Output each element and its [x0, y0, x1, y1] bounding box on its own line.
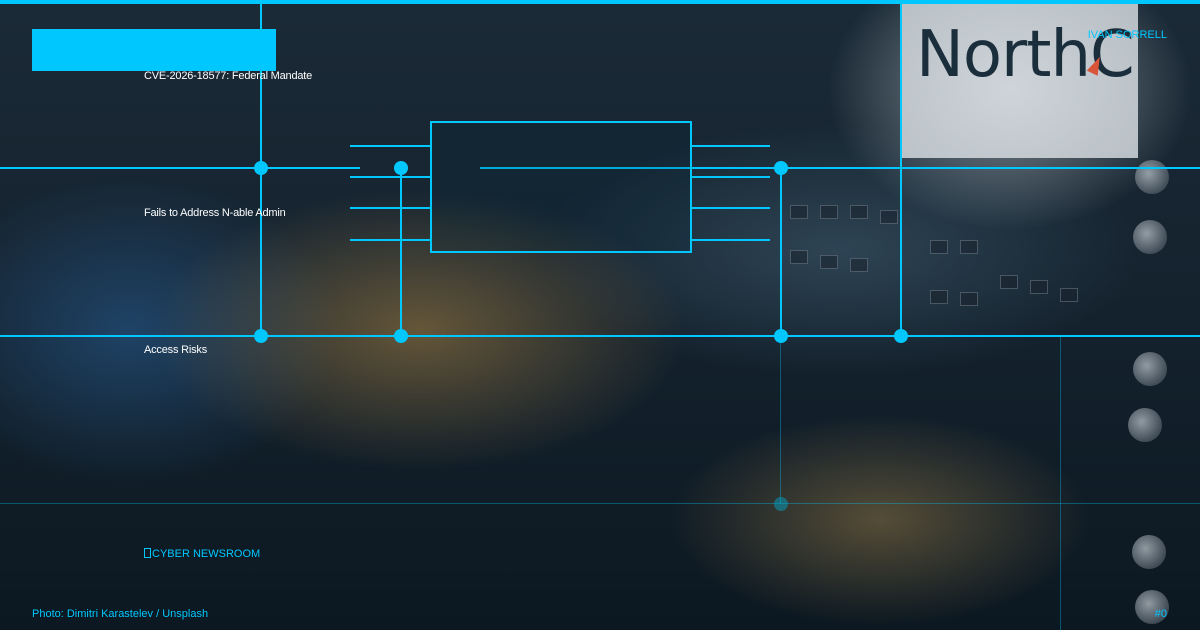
circuit-node [394, 161, 408, 175]
circuit-node [254, 329, 268, 343]
circuit-node [894, 329, 908, 343]
switch-port-decoration [820, 205, 838, 219]
circuit-trace-dim [780, 336, 781, 504]
title-accent-block [32, 29, 276, 71]
rack-screw-decoration [1133, 220, 1167, 254]
switch-port-decoration [790, 250, 808, 264]
switch-port-decoration [1000, 275, 1018, 289]
switch-port-decoration [820, 255, 838, 269]
chip-pin [350, 145, 430, 147]
circuit-trace-dim [1060, 336, 1061, 630]
switch-port-decoration [850, 205, 868, 219]
top-accent-bar [0, 0, 1200, 4]
circuit-trace [0, 167, 360, 169]
switch-port-decoration [790, 205, 808, 219]
background-logo-text: NorthC [916, 18, 1135, 92]
chip-pin [690, 176, 770, 178]
background-logo-panel [902, 4, 1138, 158]
headline-line-1: CVE-2026-18577: Federal Mandate [144, 70, 313, 82]
chip-pin [350, 207, 430, 209]
circuit-node [254, 161, 268, 175]
circuit-trace [0, 335, 1200, 337]
switch-port-decoration [1060, 288, 1078, 302]
photo-credit: Photo: Dimitri Karastelev / Unsplash [32, 608, 209, 620]
chip-pin [350, 239, 430, 241]
circuit-node [774, 161, 788, 175]
page-number: #0 [1154, 608, 1167, 620]
author-name: IVAN SORRELL [1087, 29, 1167, 41]
circuit-node-dim [774, 497, 788, 511]
chip-pin [690, 207, 770, 209]
switch-port-decoration [960, 292, 978, 306]
rack-screw-decoration [1135, 590, 1169, 624]
switch-port-decoration [930, 290, 948, 304]
rack-screw-decoration [1135, 160, 1169, 194]
switch-port-decoration [1030, 280, 1048, 294]
newsroom-glyph-icon [144, 548, 151, 558]
circuit-trace [900, 0, 902, 336]
circuit-node [774, 329, 788, 343]
section-label-text: CYBER NEWSROOM [152, 548, 261, 560]
switch-port-decoration [880, 210, 898, 224]
chip-pin [690, 145, 770, 147]
rack-screw-decoration [1133, 352, 1167, 386]
chip-outline [430, 121, 692, 253]
chip-pin [350, 176, 430, 178]
rack-screw-decoration [1128, 408, 1162, 442]
circuit-trace [780, 167, 782, 336]
headline-line-3: Access Risks [144, 344, 207, 356]
switch-port-decoration [850, 258, 868, 272]
rack-screw-decoration [1132, 535, 1166, 569]
circuit-trace [480, 167, 1200, 169]
circuit-trace [400, 167, 402, 336]
headline-line-2: Fails to Address N-able Admin [144, 207, 286, 219]
circuit-trace-dim [0, 503, 1200, 504]
switch-port-decoration [960, 240, 978, 254]
chip-pin [690, 239, 770, 241]
section-label: CYBER NEWSROOM [144, 548, 260, 560]
switch-port-decoration [930, 240, 948, 254]
circuit-node [394, 329, 408, 343]
